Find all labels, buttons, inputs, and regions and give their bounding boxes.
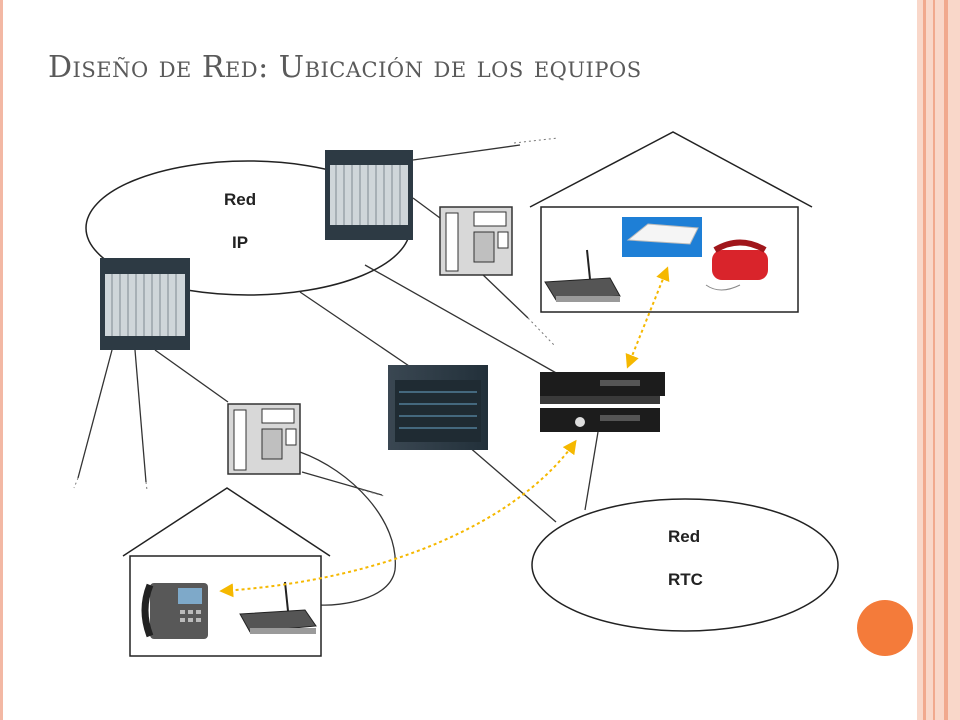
accent-circle bbox=[857, 600, 913, 656]
wireless-router-icon bbox=[544, 249, 621, 302]
pstn-network: Red RTC bbox=[531, 498, 839, 632]
link-rack-pstn bbox=[467, 445, 557, 523]
ip-network-type: IP bbox=[232, 233, 248, 252]
link-ip-rack bbox=[299, 291, 413, 369]
pstn-network-name: Red bbox=[668, 527, 700, 546]
link-core-gw1 bbox=[412, 197, 441, 219]
slide-title: Diseño de Red: Ubicación de los equipos bbox=[48, 50, 642, 85]
server-rack-icon bbox=[388, 365, 488, 450]
ip-network-name: Red bbox=[224, 190, 256, 209]
uplink-line bbox=[412, 144, 521, 161]
link-core-mg bbox=[364, 264, 559, 375]
router-chassis-icon bbox=[100, 258, 190, 350]
link-gw1-out bbox=[479, 271, 529, 319]
access-line-1 bbox=[77, 349, 113, 479]
media-gateway-icon bbox=[540, 372, 665, 432]
right-decor-band bbox=[917, 0, 960, 720]
link-edge-gw2 bbox=[154, 349, 229, 403]
link-mg-pstn bbox=[584, 431, 599, 511]
dsl-modem-icon bbox=[622, 217, 702, 257]
signal-arrows bbox=[219, 266, 670, 598]
telephone-icon bbox=[705, 239, 768, 291]
access-line-2 bbox=[134, 349, 147, 483]
ip-phone-icon bbox=[141, 583, 208, 639]
signal-arrow-voip bbox=[219, 439, 577, 598]
gateway-appliance-icon bbox=[439, 206, 513, 276]
router-chassis-icon bbox=[325, 150, 413, 240]
pstn-network-type: RTC bbox=[668, 570, 703, 589]
left-border bbox=[0, 0, 3, 720]
gateway-appliance-icon bbox=[227, 403, 301, 475]
